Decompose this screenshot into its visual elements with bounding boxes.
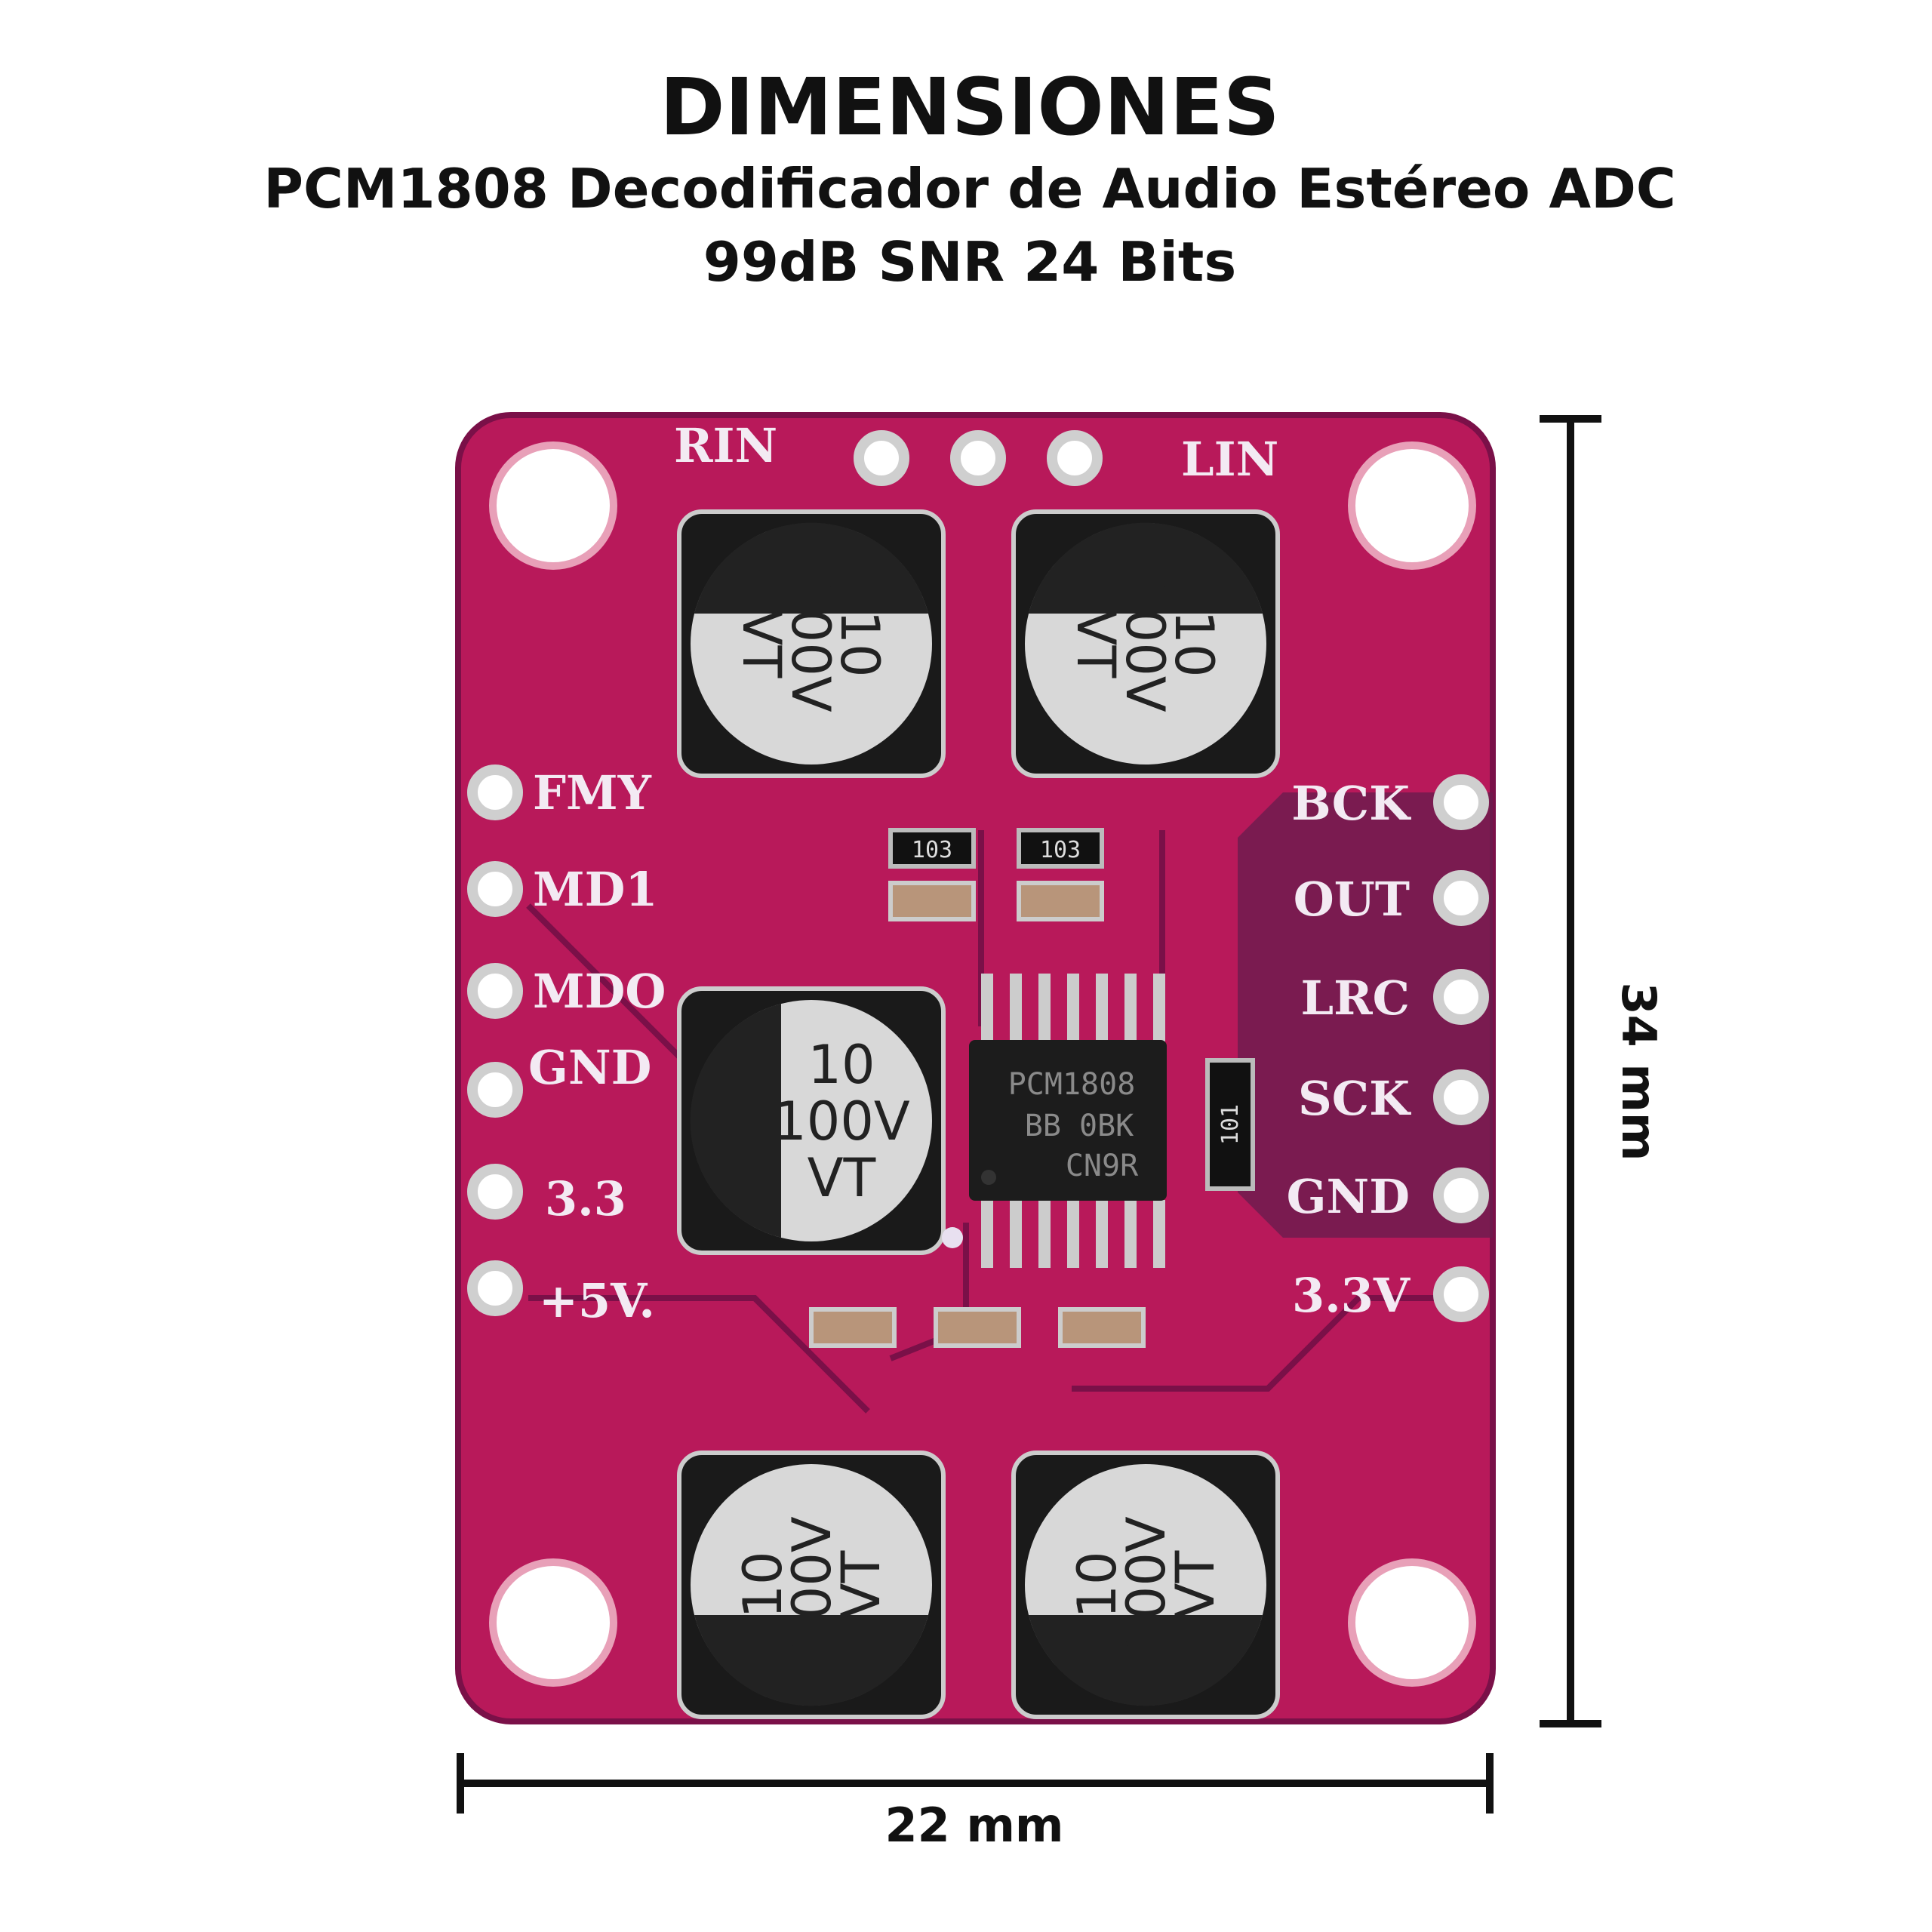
cap-value: 10	[732, 1551, 794, 1618]
pin-label: 3.3V	[1292, 1268, 1411, 1323]
left-pin-labels: FMY MD1 MDO GND 3.3 +5V.	[528, 765, 666, 1328]
cap-value: 10	[829, 610, 891, 677]
pin-label: SCK	[1298, 1071, 1411, 1126]
resistor-code: 103	[912, 837, 952, 863]
pin-label: LRC	[1301, 971, 1410, 1026]
pin-label: MDO	[533, 964, 666, 1019]
cap-series: VT	[1164, 1550, 1226, 1619]
pin-label: MD1	[533, 862, 658, 917]
pin-label: GND	[1287, 1169, 1410, 1224]
cap-series: VT	[808, 1147, 876, 1209]
pin-label: +5V.	[539, 1273, 655, 1328]
cap-value: 10	[1163, 610, 1225, 677]
pin-label: FMY	[533, 765, 652, 820]
cap-value: 10	[808, 1034, 875, 1096]
cap-voltage: 100V	[780, 575, 841, 712]
cap-series: VT	[830, 1550, 892, 1619]
resistor-right: 103	[1017, 828, 1104, 869]
resistor-array-code: 101	[1217, 1104, 1244, 1145]
cap-series: VT	[1065, 610, 1127, 678]
pin-label: BCK	[1291, 776, 1411, 831]
cap-voltage: 100V	[1114, 575, 1176, 712]
height-label: 34 mm	[1611, 982, 1666, 1161]
pin-label: OUT	[1294, 872, 1410, 927]
ic-part-number: PCM1808	[1008, 1067, 1136, 1102]
cap-voltage: 100V	[773, 1091, 910, 1152]
ic-marking-2: BB 0BK	[1025, 1109, 1134, 1143]
width-dimension	[457, 1753, 1494, 1814]
header-pins	[467, 430, 1489, 1322]
cap-voltage: 100V	[781, 1516, 843, 1654]
pin1-marker	[942, 1227, 963, 1248]
cap-voltage: 100V	[1115, 1516, 1177, 1654]
subtitle-line-1: PCM1808 Decodificador de Audio Estéreo A…	[263, 157, 1676, 220]
page-title: DIMENSIONES	[660, 61, 1280, 153]
cap-value: 10	[1066, 1551, 1128, 1618]
label-lin: LIN	[1181, 432, 1278, 487]
pcm1808-chip: PCM1808 BB 0BK CN9R	[969, 974, 1167, 1268]
resistor-left: 103	[888, 828, 976, 869]
ground-plane	[1238, 792, 1493, 1238]
resistor-array: 101	[1205, 1058, 1255, 1191]
pin-label: 3.3	[545, 1171, 626, 1226]
cap-series: VT	[731, 610, 792, 678]
smd-capacitors	[809, 881, 1146, 1348]
pcb-board: RIN LIN FMY MD1 MDO GND 3.3 +5V. BCK OUT…	[455, 412, 1496, 1724]
ic-marking-3: CN9R	[1066, 1149, 1139, 1183]
resistor-code: 103	[1040, 837, 1081, 863]
right-pin-labels: BCK OUT LRC SCK GND 3.3V	[1287, 776, 1411, 1323]
subtitle-line-2: 99dB SNR 24 Bits	[703, 230, 1236, 294]
height-dimension	[1540, 415, 1601, 1727]
pin-label: GND	[528, 1040, 651, 1095]
mounting-holes	[489, 441, 1476, 1687]
width-label: 22 mm	[884, 1798, 1063, 1853]
label-rin: RIN	[674, 418, 777, 473]
